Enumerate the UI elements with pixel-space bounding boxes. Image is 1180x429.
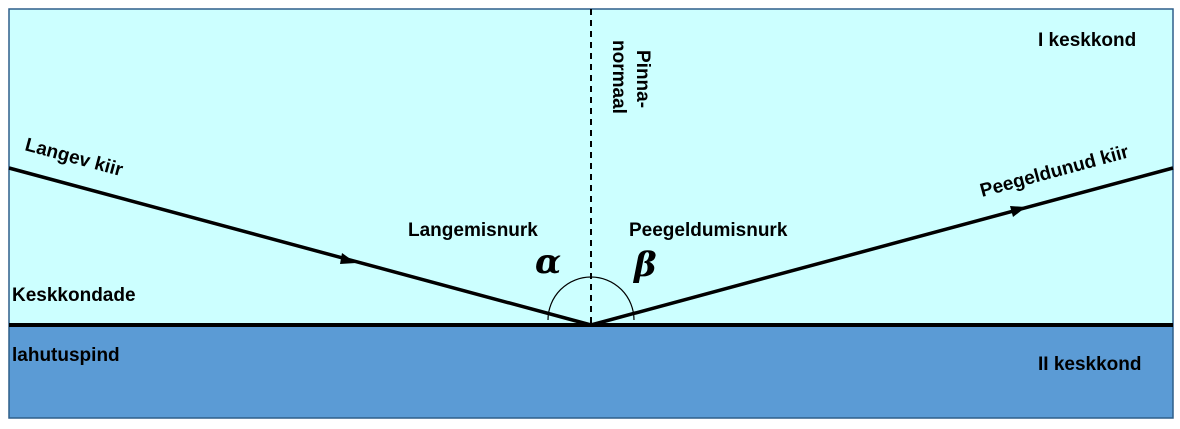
interface-label-line2: lahutuspind xyxy=(12,345,120,366)
reflection-angle-label: Peegeldumisnurk xyxy=(629,220,788,241)
medium-1-label: I keskkond xyxy=(1038,30,1136,51)
medium-2-label: II keskkond xyxy=(1038,354,1142,375)
incident-ray-line xyxy=(8,166,592,327)
surface-normal-label-line2: normaal xyxy=(608,40,629,114)
incidence-angle-label: Langemisnurk xyxy=(408,220,538,241)
lower-medium-region xyxy=(9,325,1173,418)
incident-ray-arrowhead xyxy=(340,253,356,264)
surface-normal-label-line1: Pinna- xyxy=(632,50,653,108)
reflected-ray-line xyxy=(590,166,1174,327)
angle-arc xyxy=(547,276,635,321)
beta-symbol: β xyxy=(632,245,657,285)
reflected-ray-arrowhead xyxy=(1010,206,1026,217)
alpha-symbol: α xyxy=(535,242,561,282)
interface-label-line1: Keskkondade xyxy=(12,285,136,306)
